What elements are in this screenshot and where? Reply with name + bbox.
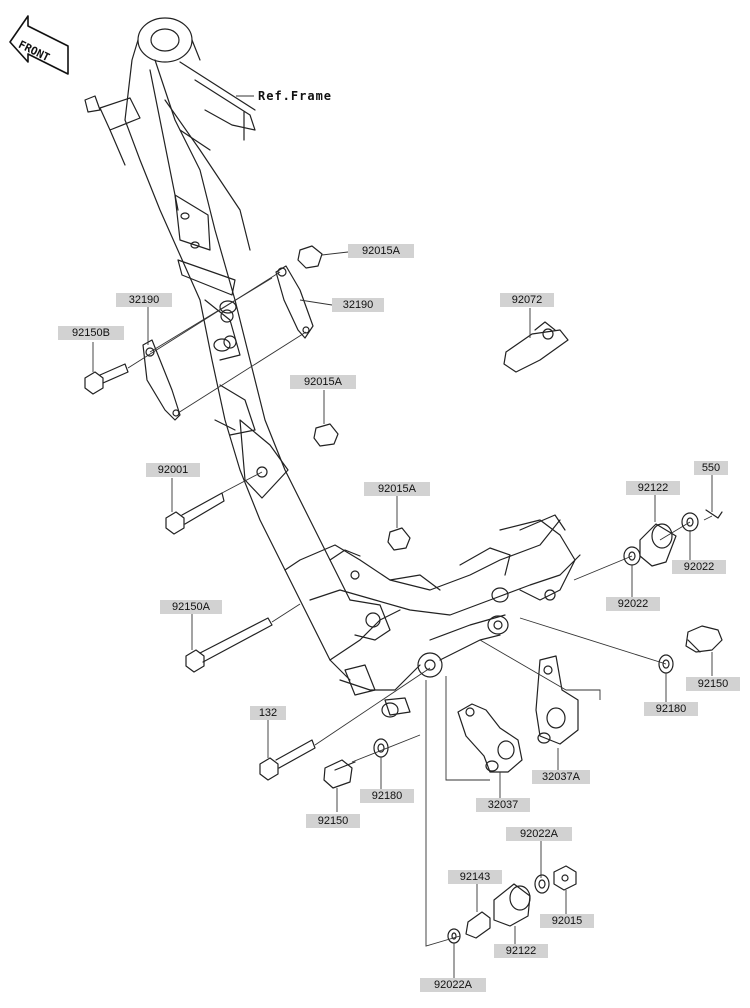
callout-92022-right[interactable]: 92022 <box>672 560 726 574</box>
nut-92015A-top <box>297 245 323 269</box>
collar-lower <box>381 702 399 718</box>
mount-plate-32190-right <box>275 265 314 339</box>
nut-92015A-mid <box>313 423 339 447</box>
ref-frame-label: Ref.Frame <box>258 89 333 103</box>
bracket-92072 <box>503 321 569 373</box>
callout-92022A-bottom[interactable]: 92022A <box>420 978 486 992</box>
nut-92015 <box>553 865 577 891</box>
sleeve-92143 <box>465 911 491 939</box>
callout-92015A-mid[interactable]: 92015A <box>290 375 356 389</box>
front-arrow-icon <box>9 15 69 75</box>
callout-32037A[interactable]: 32037A <box>532 770 590 784</box>
callout-92180-left[interactable]: 92180 <box>360 789 414 803</box>
callout-92150B[interactable]: 92150B <box>58 326 124 340</box>
callout-92143[interactable]: 92143 <box>448 870 502 884</box>
washer-92180-left <box>373 738 389 758</box>
bracket-32037 <box>457 703 523 773</box>
collar-92122-lower <box>493 883 531 927</box>
washer-92022A-lower <box>447 928 461 944</box>
callout-92015[interactable]: 92015 <box>540 914 594 928</box>
nut-92015A-lower <box>387 527 411 551</box>
collar-92122-right <box>639 523 677 567</box>
callout-32037[interactable]: 32037 <box>476 798 530 812</box>
callout-32190-left[interactable]: 32190 <box>116 293 172 307</box>
callout-92150-left[interactable]: 92150 <box>306 814 360 828</box>
frame-bracket-mid <box>239 419 289 499</box>
mount-plate-32190-left <box>142 339 181 421</box>
callout-92180-right[interactable]: 92180 <box>644 702 698 716</box>
callout-92022A-top[interactable]: 92022A <box>506 827 572 841</box>
frame-body <box>84 17 581 716</box>
callout-92072[interactable]: 92072 <box>500 293 554 307</box>
bolt-92150-left <box>323 759 356 789</box>
bolt-132 <box>259 739 316 781</box>
bolt-92150B <box>84 363 129 395</box>
callout-132[interactable]: 132 <box>250 706 286 720</box>
bolt-92150A <box>185 617 273 673</box>
cotter-pin-550 <box>705 509 723 519</box>
leader-lines <box>92 95 713 978</box>
callout-92015A-top[interactable]: 92015A <box>348 244 414 258</box>
callout-92122-lower[interactable]: 92122 <box>494 944 548 958</box>
callout-92150-right[interactable]: 92150 <box>686 677 740 691</box>
bracket-32037A <box>535 655 579 745</box>
bolt-92001 <box>165 492 225 535</box>
bolt-92150-right <box>685 625 723 653</box>
callout-550[interactable]: 550 <box>694 461 728 475</box>
collar-upper <box>213 300 237 352</box>
callout-92001[interactable]: 92001 <box>146 463 200 477</box>
callout-92122-right[interactable]: 92122 <box>626 481 680 495</box>
washer-92022A-upper <box>534 874 550 894</box>
callout-32190-right[interactable]: 32190 <box>332 298 384 312</box>
callout-92015A-lower[interactable]: 92015A <box>364 482 430 496</box>
callout-92150A[interactable]: 92150A <box>160 600 222 614</box>
callout-92022-mid[interactable]: 92022 <box>606 597 660 611</box>
